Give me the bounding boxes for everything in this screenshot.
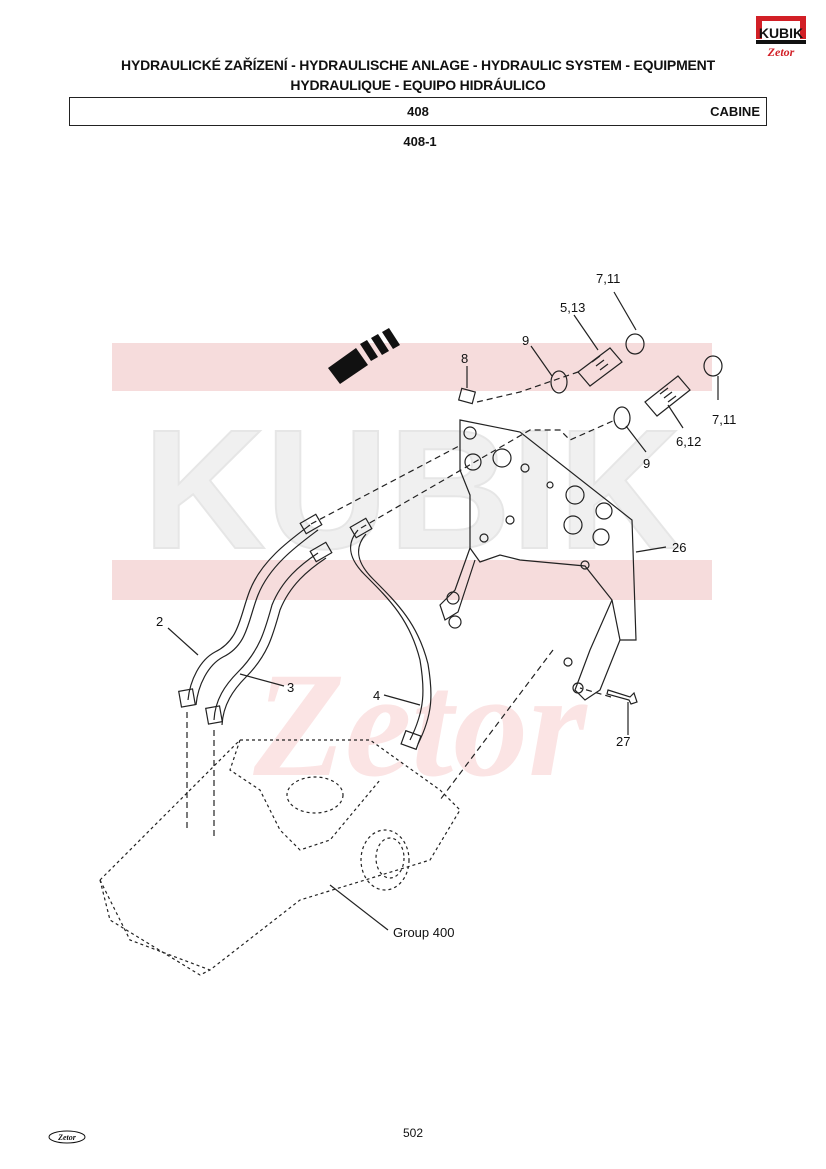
section-code: 408 xyxy=(407,104,429,119)
watermark: KUBIK Zetor xyxy=(112,343,712,808)
callout-27: 27 xyxy=(616,734,630,749)
zetor-footer-logo: Zetor xyxy=(48,1130,86,1144)
callout-3: 3 xyxy=(287,680,294,695)
hose-3 xyxy=(213,552,319,721)
hose-4 xyxy=(349,529,424,741)
svg-text:Zetor: Zetor xyxy=(57,1133,77,1142)
page-title-line1: HYDRAULICKÉ ZAŘÍZENÍ - HYDRAULISCHE ANLA… xyxy=(121,57,715,73)
page-number: 502 xyxy=(402,1126,424,1140)
page-title-line2: HYDRAULIQUE - EQUIPO HIDRÁULICO xyxy=(290,77,546,93)
section-header-box: 408 CABINE xyxy=(69,97,767,126)
watermark-kubik-text: KUBIK xyxy=(143,395,681,585)
watermark-zetor-text: Zetor xyxy=(252,642,588,808)
bracket-plate-26 xyxy=(459,419,637,641)
svg-text:Zetor: Zetor xyxy=(767,45,795,59)
callout-6-12: 6,12 xyxy=(676,434,701,449)
callout-9-top: 9 xyxy=(522,333,529,348)
callout-9-right: 9 xyxy=(643,456,650,471)
kubik-logo: KUBIK Zetor xyxy=(756,16,806,59)
callout-7-11-right: 7,11 xyxy=(712,412,736,427)
callout-group-400: Group 400 xyxy=(393,925,454,940)
callout-2: 2 xyxy=(156,614,163,629)
callout-4: 4 xyxy=(373,688,380,703)
callout-8: 8 xyxy=(461,351,468,366)
hose-2 xyxy=(187,524,311,701)
callout-26: 26 xyxy=(672,540,686,555)
direction-arrow-icon xyxy=(328,328,400,384)
figure-id: 408-1 xyxy=(403,134,437,149)
callout-7-11-top: 7,11 xyxy=(596,271,620,286)
section-name: CABINE xyxy=(710,104,760,119)
diagram-lines xyxy=(99,291,723,976)
callout-5-13: 5,13 xyxy=(560,300,585,315)
svg-text:KUBIK: KUBIK xyxy=(759,25,803,41)
